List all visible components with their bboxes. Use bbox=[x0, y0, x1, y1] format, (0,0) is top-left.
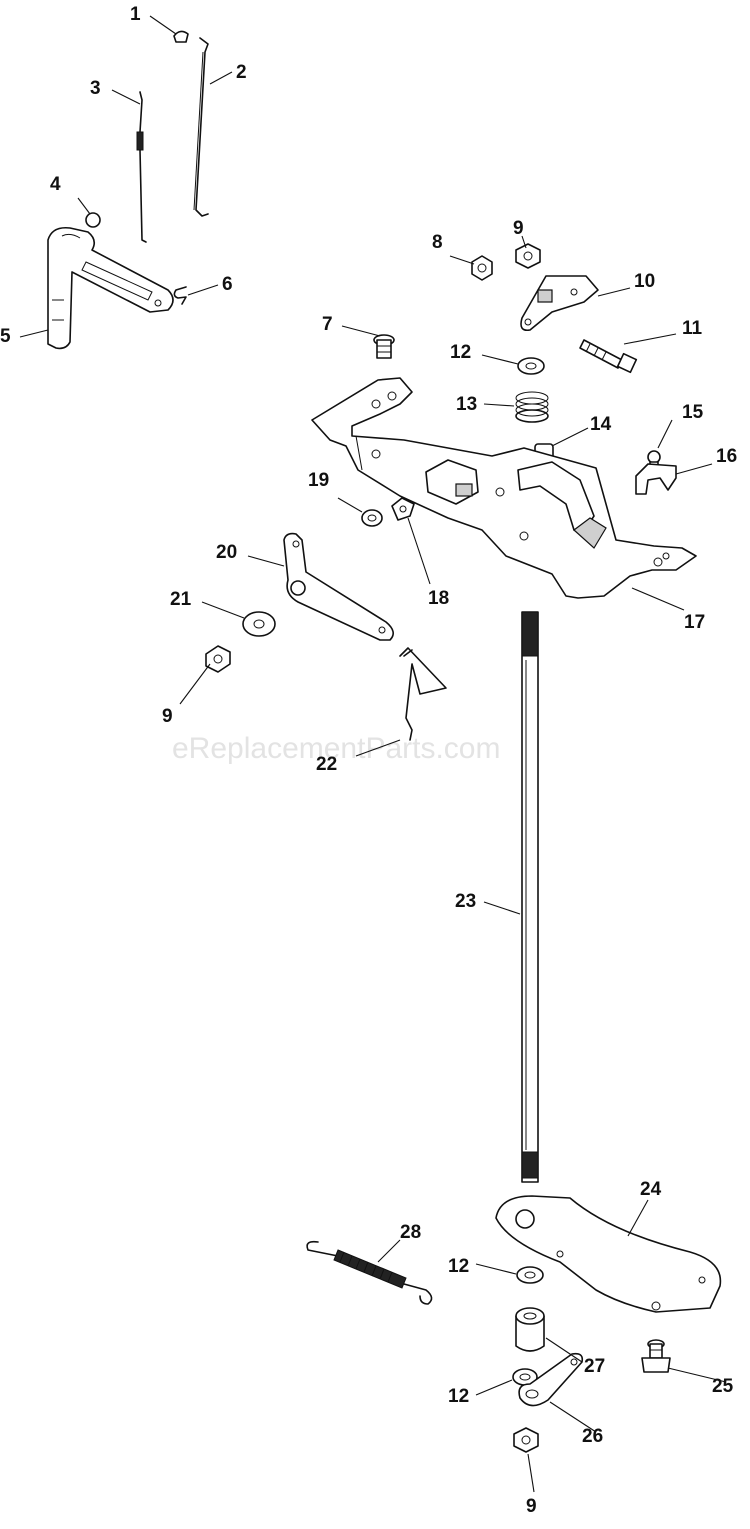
callout-16: 16 bbox=[716, 446, 737, 467]
callout-17: 17 bbox=[684, 612, 705, 633]
callout-18: 18 bbox=[428, 588, 449, 609]
callout-9-mid: 9 bbox=[162, 706, 173, 727]
part-24-plate bbox=[495, 1195, 722, 1313]
part-20-lever-arm bbox=[283, 532, 394, 641]
callout-14: 14 bbox=[590, 414, 612, 435]
part-26-arm bbox=[518, 1352, 584, 1407]
part-2-rod bbox=[193, 37, 209, 217]
part-4-ball bbox=[85, 212, 101, 228]
callout-9-bottom: 9 bbox=[526, 1496, 537, 1517]
callout-19: 19 bbox=[308, 470, 329, 491]
callout-23: 23 bbox=[455, 891, 476, 912]
leader-lines bbox=[19, 15, 727, 1493]
part-9-nut-mid bbox=[205, 645, 231, 673]
callout-15: 15 bbox=[682, 402, 704, 423]
part-5-lever bbox=[47, 226, 174, 350]
part-7-screw bbox=[373, 334, 395, 359]
part-12-washer-top bbox=[517, 357, 545, 375]
callout-22: 22 bbox=[316, 754, 337, 775]
part-9-nut-upper bbox=[515, 243, 541, 269]
callout-7: 7 bbox=[322, 314, 333, 335]
part-13-spring bbox=[515, 391, 549, 423]
callout-6: 6 bbox=[222, 274, 233, 295]
part-28-spring bbox=[306, 1240, 433, 1305]
part-12-washer-lower-1 bbox=[516, 1266, 544, 1284]
part-3-spring-link bbox=[136, 91, 147, 243]
part-19-washer bbox=[361, 509, 383, 527]
callout-9-upper: 9 bbox=[513, 218, 524, 239]
callout-21: 21 bbox=[170, 589, 192, 610]
callout-13: 13 bbox=[456, 394, 477, 415]
callout-5: 5 bbox=[0, 326, 11, 347]
part-22-wire-link bbox=[399, 647, 447, 741]
callout-12-lower-1: 12 bbox=[448, 1256, 469, 1277]
callout-2: 2 bbox=[236, 62, 247, 83]
callout-25: 25 bbox=[712, 1376, 734, 1397]
watermark: eReplacementParts.com bbox=[172, 732, 500, 765]
part-18-square-nut bbox=[391, 497, 415, 521]
callout-12-lower-2: 12 bbox=[448, 1386, 469, 1407]
callout-10: 10 bbox=[634, 271, 655, 292]
part-27-spacer bbox=[515, 1307, 545, 1352]
callout-1: 1 bbox=[130, 4, 141, 25]
part-11-bolt bbox=[579, 339, 638, 374]
part-6-clip bbox=[173, 286, 187, 305]
part-8-nut bbox=[471, 255, 493, 281]
part-25-bolt bbox=[641, 1339, 671, 1373]
part-10-bracket bbox=[520, 275, 599, 332]
part-1-cap bbox=[173, 30, 189, 43]
callout-12-top: 12 bbox=[450, 342, 471, 363]
part-9-nut-bottom bbox=[513, 1427, 539, 1453]
callout-24: 24 bbox=[640, 1179, 662, 1200]
callout-11: 11 bbox=[682, 318, 703, 339]
callout-27: 27 bbox=[584, 1356, 605, 1377]
part-16-clamp bbox=[635, 463, 677, 495]
callout-labels: 1 2 3 4 5 6 7 8 9 10 11 12 13 14 15 16 1… bbox=[0, 4, 737, 1517]
callout-28: 28 bbox=[400, 1222, 421, 1243]
callout-8: 8 bbox=[432, 232, 443, 253]
callout-3: 3 bbox=[90, 78, 101, 99]
part-17-mounting-plate bbox=[311, 377, 697, 599]
part-23-shaft bbox=[521, 611, 539, 1183]
callout-26: 26 bbox=[582, 1426, 603, 1447]
part-21-washer bbox=[242, 611, 276, 637]
callout-4: 4 bbox=[50, 174, 61, 195]
callout-20: 20 bbox=[216, 542, 237, 563]
